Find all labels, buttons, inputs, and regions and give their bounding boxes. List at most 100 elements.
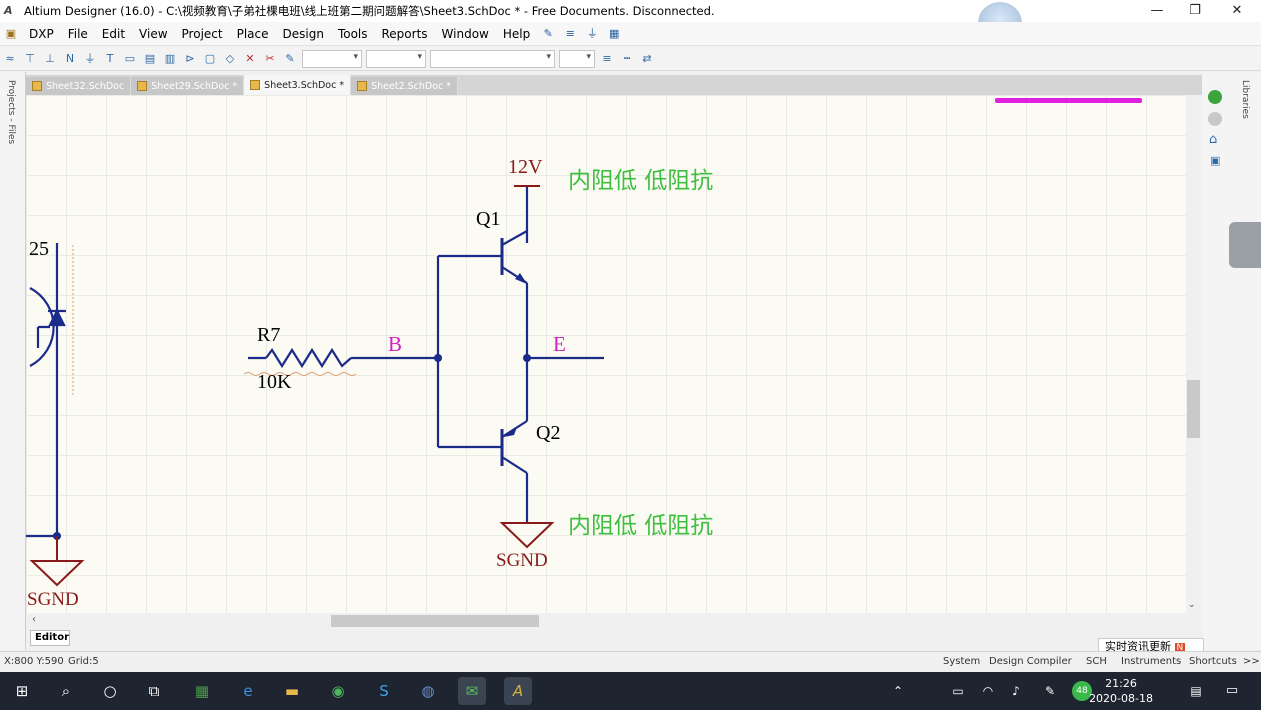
libraries-panel-label[interactable]: Libraries <box>1240 80 1250 119</box>
tray-badge[interactable]: 48 <box>1072 681 1092 701</box>
file-explorer-icon[interactable]: ▬ <box>284 682 300 700</box>
cortana-icon[interactable]: ○ <box>103 682 117 700</box>
close-button[interactable]: ✕ <box>1231 3 1243 18</box>
directive-icon[interactable]: ◇ <box>225 51 235 65</box>
horizontal-scroll-thumb[interactable] <box>331 615 539 627</box>
tray-expand-icon[interactable]: ⌃ <box>892 684 904 698</box>
app-green-icon[interactable]: ◉ <box>331 682 345 700</box>
clock-date: 2020-08-18 <box>1089 692 1153 705</box>
panel-button-more[interactable]: >> <box>1243 656 1260 667</box>
left-diode-mark <box>48 308 66 327</box>
power-port-icon[interactable]: ⏚ <box>586 26 598 40</box>
projects-panel[interactable]: Projects - Files <box>0 72 26 650</box>
font-combo[interactable] <box>302 49 362 68</box>
taskbar-clock[interactable]: 21:26 2020-08-18 <box>1089 676 1153 706</box>
menu-design[interactable]: Design <box>282 26 324 41</box>
menu-window[interactable]: Window <box>441 26 489 41</box>
bus-entry-icon[interactable]: ⊤ <box>25 51 35 65</box>
part-icon[interactable]: ▭ <box>124 51 136 65</box>
panel-button-design-compiler[interactable]: Design Compiler <box>989 656 1072 667</box>
notification-app-icon[interactable]: ▤ <box>1190 684 1202 698</box>
schematic-canvas[interactable]: 12V Q1 Q2 R7 10K B E SGND SGND 25 内阻低 低阻… <box>26 95 1202 613</box>
libraries-panel[interactable]: Libraries ⌂ ▣ <box>1202 72 1261 650</box>
size-combo[interactable] <box>366 49 426 68</box>
port-icon[interactable]: ⊳ <box>185 51 195 65</box>
tab-sheet29[interactable]: Sheet29.SchDoc * <box>131 77 245 95</box>
menu-reports[interactable]: Reports <box>381 26 428 41</box>
cut-icon[interactable]: ✂ <box>265 51 275 65</box>
projects-panel-label[interactable]: Projects - Files <box>6 80 16 145</box>
menu-project[interactable]: Project <box>181 26 223 41</box>
harness-icon[interactable]: ⊥ <box>45 51 55 65</box>
browser-globe-icon[interactable]: ◍ <box>421 682 435 700</box>
panel-button-shortcuts[interactable]: Shortcuts <box>1189 656 1237 667</box>
schematic-drawing[interactable] <box>26 95 1202 613</box>
search-icon[interactable]: ⌕ <box>61 682 71 700</box>
menu-edit[interactable]: Edit <box>101 26 126 41</box>
menu-place[interactable]: Place <box>236 26 269 41</box>
line-style-icon[interactable]: ≡ <box>602 51 612 65</box>
action-center-icon[interactable]: ▭ <box>1225 683 1239 698</box>
netlabel-icon[interactable]: N <box>65 51 75 65</box>
horizontal-scrollbar[interactable] <box>26 613 1202 629</box>
network-icon[interactable]: ◠ <box>982 684 994 698</box>
tray-app-icon[interactable]: ▭ <box>952 684 964 698</box>
grid-icon[interactable]: ▦ <box>609 26 620 40</box>
menu-view[interactable]: View <box>139 26 168 41</box>
schdoc-icon <box>32 81 42 91</box>
panel-button-system[interactable]: System <box>943 656 981 667</box>
panel-button-sch[interactable]: SCH <box>1086 656 1107 667</box>
panel-button-instruments[interactable]: Instruments <box>1121 656 1182 667</box>
vertical-scroll-thumb[interactable] <box>1187 380 1200 438</box>
tab-sheet2[interactable]: Sheet2.SchDoc * <box>351 77 459 95</box>
r7-designator: R7 <box>257 324 281 346</box>
menu-bar: ▣ DXP File Edit View Project Place Desig… <box>0 22 1261 46</box>
q2-collector <box>501 456 528 474</box>
wechat-icon[interactable]: ✉ <box>458 677 486 705</box>
arrange-icon[interactable]: ⇄ <box>642 51 652 65</box>
menu-dxp[interactable]: DXP <box>29 26 54 41</box>
vertical-scrollbar[interactable] <box>1186 95 1202 613</box>
volume-icon[interactable]: ♪ <box>1012 684 1020 698</box>
altium-app-icon: A <box>4 4 13 17</box>
align-icon[interactable]: ≡ <box>565 26 575 40</box>
annotation-bottom: 内阻低 低阻抗 <box>568 513 714 539</box>
altium-taskbar-icon[interactable]: A <box>504 677 532 705</box>
nav-forward-icon[interactable] <box>1208 112 1222 126</box>
minimize-button[interactable]: — <box>1150 3 1164 18</box>
task-view-icon[interactable]: ⧉ <box>148 682 160 700</box>
menu-file[interactable]: File <box>67 26 88 41</box>
tab-sheet32[interactable]: Sheet32.SchDoc <box>26 77 132 95</box>
vcc-port-icon[interactable]: T <box>106 51 114 65</box>
schdoc-icon <box>137 81 148 91</box>
sgnd-symbol <box>499 522 555 549</box>
app-blue-icon[interactable]: S <box>379 682 389 700</box>
tab-sheet3[interactable]: Sheet3.SchDoc * <box>244 75 352 95</box>
nav-back-icon[interactable] <box>1208 90 1222 104</box>
pencil-icon[interactable]: ✎ <box>285 51 295 65</box>
editor-tab[interactable]: Editor <box>30 630 70 646</box>
window-title: Altium Designer (16.0) - C:\视频教育\子弟社棵电班\… <box>24 4 715 18</box>
no-erc-icon[interactable]: ✕ <box>245 51 255 65</box>
scroll-down-icon[interactable]: ⌄ <box>1188 600 1196 610</box>
windows-start-icon[interactable]: ⊞ <box>15 682 29 700</box>
pen-icon[interactable]: ✎ <box>1044 684 1056 698</box>
line-combo[interactable] <box>559 49 595 68</box>
calculator-icon[interactable]: ▦ <box>194 682 210 700</box>
home-icon[interactable]: ⌂ <box>1209 132 1218 147</box>
scroll-left-icon[interactable]: ‹ <box>32 614 36 625</box>
sheet-symbol-icon[interactable]: ▤ <box>144 51 156 65</box>
bookmark-icon[interactable]: ▣ <box>1210 154 1221 167</box>
device-sheet-icon[interactable]: ▢ <box>204 51 216 65</box>
menu-tools[interactable]: Tools <box>337 26 368 41</box>
dash-style-icon[interactable]: ┅ <box>623 51 631 65</box>
gnd-port-icon[interactable]: ⏚ <box>84 51 96 65</box>
sheet-entry-icon[interactable]: ▥ <box>164 51 176 65</box>
wire-tool-icon[interactable]: ✎ <box>543 26 553 40</box>
bus-icon[interactable]: ≈ <box>5 51 15 65</box>
edge-browser-icon[interactable]: e <box>243 682 253 700</box>
menu-help[interactable]: Help <box>502 26 531 41</box>
maximize-button[interactable]: ❐ <box>1189 3 1201 18</box>
style-combo[interactable] <box>430 49 555 68</box>
floating-side-button[interactable] <box>1229 222 1261 268</box>
